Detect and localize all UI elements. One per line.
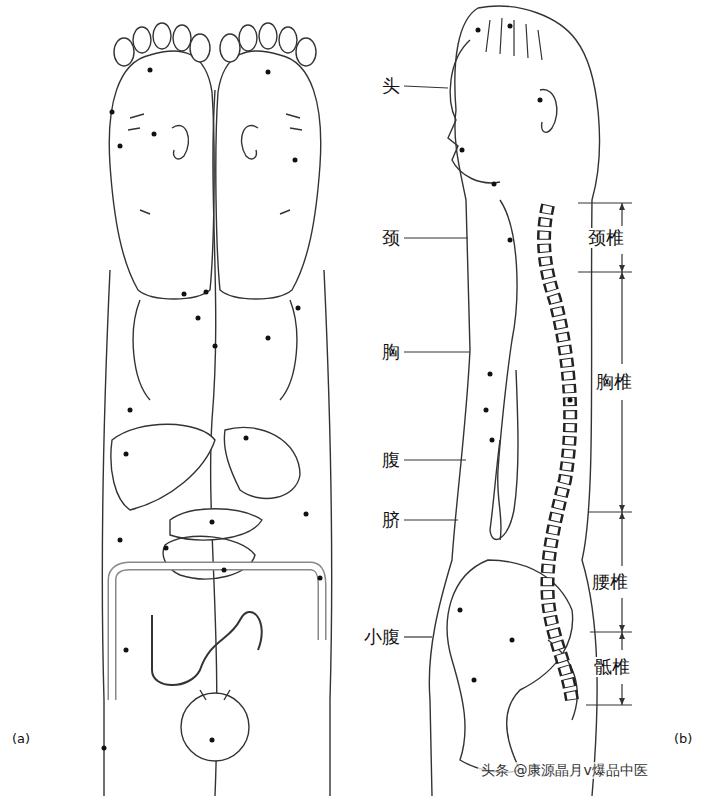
- segment-label: 骶椎: [592, 657, 632, 677]
- part-label: 脐: [380, 510, 402, 530]
- segment-label: 颈椎: [586, 228, 626, 248]
- segment-label: 腰椎: [590, 572, 630, 592]
- foot-sole: [109, 51, 214, 299]
- part-label: 小腹: [362, 627, 402, 647]
- watermark: 头条 @康源晶月v爆品中医: [478, 762, 651, 779]
- body-outline: [324, 270, 332, 796]
- panel-label: (a): [10, 732, 32, 746]
- part-label: 胸: [380, 342, 402, 362]
- segment-label: 胸椎: [594, 372, 634, 392]
- spine: [544, 205, 572, 700]
- part-label: 头: [380, 76, 402, 96]
- panel-label: (b): [672, 732, 694, 746]
- body-outline: [102, 270, 110, 796]
- part-label: 颈: [380, 228, 402, 248]
- foot-sole: [216, 51, 321, 299]
- part-label: 腹: [380, 450, 402, 470]
